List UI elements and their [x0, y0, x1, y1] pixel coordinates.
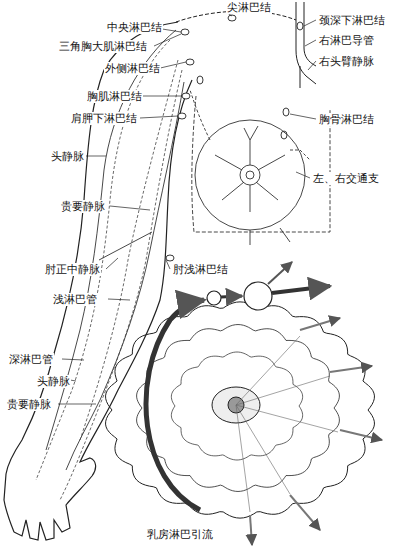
anatomy-label: 深淋巴管	[8, 353, 54, 366]
anatomy-label: 胸骨淋巴结	[318, 113, 375, 126]
breast-drainage-inset	[106, 262, 382, 545]
anatomy-label: 贵要静脉	[60, 200, 106, 213]
anatomy-label: 右淋巴导管	[318, 34, 375, 47]
neck-vessels	[176, 2, 316, 88]
chest-breast	[190, 90, 330, 245]
arm-outline	[4, 22, 192, 540]
anatomy-label: 浅淋巴管	[52, 293, 98, 306]
anatomy-label: 颈深下淋巴结	[318, 14, 386, 27]
anatomy-label: 右头臂静脉	[318, 55, 375, 68]
anatomy-label: 肩胛下淋巴结	[70, 112, 138, 125]
anatomy-label: 贵要静脉	[6, 398, 52, 411]
arm-veins	[46, 30, 184, 470]
arm-lymph-vessels	[36, 40, 182, 500]
anatomy-label: 外侧淋巴结	[104, 62, 161, 75]
anatomy-label: 头静脉	[36, 375, 71, 388]
anatomy-label: 肘正中静脉	[44, 263, 101, 276]
anatomy-label: 中央淋巴结	[106, 21, 163, 34]
anatomy-label: 尖淋巴结	[226, 1, 272, 14]
anatomy-label: 胸肌淋巴结	[86, 90, 143, 103]
figure-caption: 乳房淋巴引流	[146, 528, 214, 541]
lymph-nodes	[166, 15, 303, 261]
leader-lines	[58, 12, 316, 404]
anatomy-label: 头静脉	[50, 150, 85, 163]
anatomy-label: 三角胸大肌淋巴结	[58, 40, 148, 53]
anatomy-label: 左、右交通支	[312, 172, 380, 185]
anatomy-label: 肘浅淋巴结	[172, 263, 229, 276]
